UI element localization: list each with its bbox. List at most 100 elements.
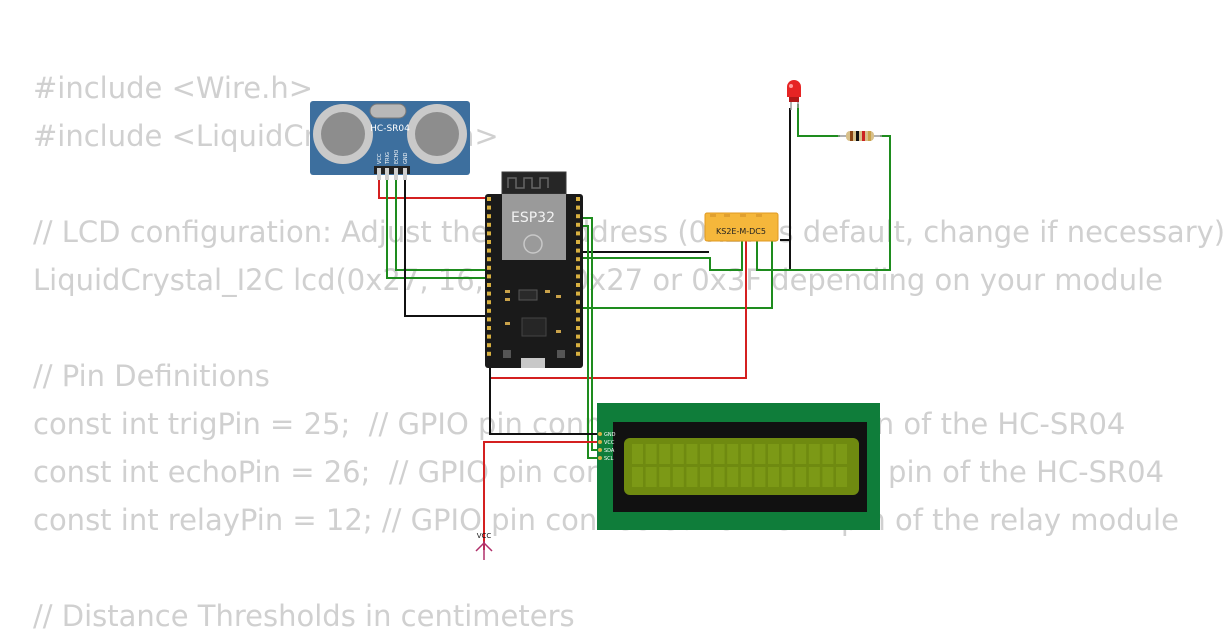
lcd-character-cell [836, 467, 847, 487]
lcd-character-grid [632, 444, 847, 487]
lcd-character-cell [632, 467, 643, 487]
lcd-character-cell [713, 467, 725, 487]
hc-sr04-sensor[interactable]: HC-SR04 VCC TRIG ECHO GND [310, 101, 470, 180]
lcd-pin-vcc-label: VCC [604, 440, 615, 446]
esp32-board[interactable]: ESP32 [485, 171, 583, 368]
esp32-pin[interactable] [576, 351, 580, 356]
esp32-pin[interactable] [487, 248, 491, 253]
lcd-character-cell [754, 444, 766, 464]
sensor-header [374, 166, 410, 174]
esp32-pin[interactable] [487, 214, 491, 219]
esp32-pin-header-right [576, 197, 580, 356]
en-button[interactable] [557, 350, 565, 358]
wire-relay-resistor-green[interactable] [756, 135, 891, 271]
esp32-pin[interactable] [576, 343, 580, 348]
esp32-regulator [518, 289, 538, 301]
esp32-pin[interactable] [576, 214, 580, 219]
sensor-label: HC-SR04 [370, 124, 410, 134]
esp32-pin[interactable] [576, 248, 580, 253]
esp32-pin[interactable] [576, 197, 580, 201]
resistor-band-1 [850, 131, 853, 141]
lcd-character-cell [740, 444, 752, 464]
circuit-diagram[interactable]: HC-SR04 VCC TRIG ECHO GND ESP32 [0, 0, 1200, 630]
esp32-pin[interactable] [487, 334, 491, 339]
led-highlight [789, 84, 793, 88]
wire-sensor-trig[interactable] [386, 178, 490, 279]
lcd-character-cell [727, 467, 739, 487]
esp32-pin[interactable] [576, 326, 580, 330]
esp32-pin[interactable] [487, 308, 491, 313]
wire-esp32-lcd-gnd[interactable] [489, 340, 600, 435]
esp32-pin[interactable] [487, 222, 491, 227]
lcd-module[interactable]: GND VCC SDA SCL [597, 403, 880, 530]
lcd-character-cell [740, 467, 752, 487]
lcd-character-cell [795, 467, 807, 487]
red-led[interactable] [787, 80, 801, 110]
sensor-mesh-left [321, 112, 365, 156]
esp32-pin[interactable] [487, 291, 491, 296]
esp32-pin[interactable] [576, 334, 580, 339]
resistor[interactable] [838, 131, 882, 141]
code-line-1: #include <Wire.h> [33, 71, 314, 105]
relay-label: KS2E-M-DC5 [716, 227, 766, 236]
wire-relay-esp32-green[interactable] [490, 240, 773, 309]
esp32-pin[interactable] [487, 240, 491, 244]
wire-relay-green-b[interactable] [578, 240, 743, 271]
esp32-pin[interactable] [487, 343, 491, 348]
wire-esp32-lcd-sda[interactable] [578, 217, 600, 451]
esp32-pin[interactable] [487, 317, 491, 322]
boot-button[interactable] [503, 350, 511, 358]
esp32-pin[interactable] [487, 231, 491, 236]
lcd-character-cell [822, 444, 834, 464]
lcd-pin-gnd-label: GND [604, 432, 616, 438]
code-line-7: // Pin Definitions [33, 359, 270, 393]
vcc-label: VCC [477, 532, 492, 540]
esp32-module-shield [502, 194, 566, 260]
esp32-pin[interactable] [576, 205, 580, 210]
esp32-pin[interactable] [487, 300, 491, 305]
esp32-pin[interactable] [576, 240, 580, 244]
wire-led-resistor-green[interactable] [797, 104, 840, 137]
esp32-pin[interactable] [576, 274, 580, 279]
esp32-pin[interactable] [576, 257, 580, 262]
esp32-pin[interactable] [487, 257, 491, 262]
wire-sensor-echo[interactable] [395, 178, 490, 271]
esp32-pin[interactable] [576, 300, 580, 305]
esp32-pin[interactable] [487, 205, 491, 210]
lcd-character-cell [781, 467, 793, 487]
usb-port[interactable] [521, 358, 545, 368]
lcd-character-cell [768, 444, 779, 464]
wire-sensor-vcc[interactable] [378, 178, 488, 199]
esp32-pin[interactable] [576, 308, 580, 313]
esp32-pin[interactable] [487, 351, 491, 356]
lcd-pins [598, 432, 602, 460]
relay-module[interactable]: KS2E-M-DC5 [704, 212, 779, 242]
esp32-pin[interactable] [576, 283, 580, 287]
esp32-pin[interactable] [576, 291, 580, 296]
esp32-pin[interactable] [487, 274, 491, 279]
esp32-pin[interactable] [487, 283, 491, 287]
esp32-pin[interactable] [487, 265, 491, 270]
lcd-character-cell [781, 444, 793, 464]
vcc-power-symbol[interactable]: VCC [475, 532, 493, 560]
esp32-antenna [501, 171, 567, 195]
resistor-band-2 [856, 131, 859, 141]
lcd-character-cell [686, 444, 698, 464]
lcd-pin-sda-label: SDA [604, 448, 615, 454]
espressif-logo-icon [523, 234, 543, 254]
lcd-character-cell [645, 467, 657, 487]
code-line-12: // Distance Thresholds in centimeters [33, 599, 575, 633]
wire-relay-led-black[interactable] [780, 108, 791, 270]
lcd-character-cell [795, 444, 807, 464]
sensor-crystal [369, 103, 407, 119]
esp32-pin[interactable] [576, 222, 580, 227]
esp32-pin[interactable] [576, 231, 580, 236]
wire-vcc-lcd[interactable] [483, 441, 600, 550]
esp32-label: ESP32 [511, 210, 555, 226]
esp32-pin-header-left [487, 197, 491, 356]
esp32-pin[interactable] [487, 197, 491, 201]
esp32-pin[interactable] [487, 326, 491, 330]
esp32-pin[interactable] [576, 317, 580, 322]
wire-sensor-gnd[interactable] [404, 178, 490, 317]
esp32-pin[interactable] [576, 265, 580, 270]
